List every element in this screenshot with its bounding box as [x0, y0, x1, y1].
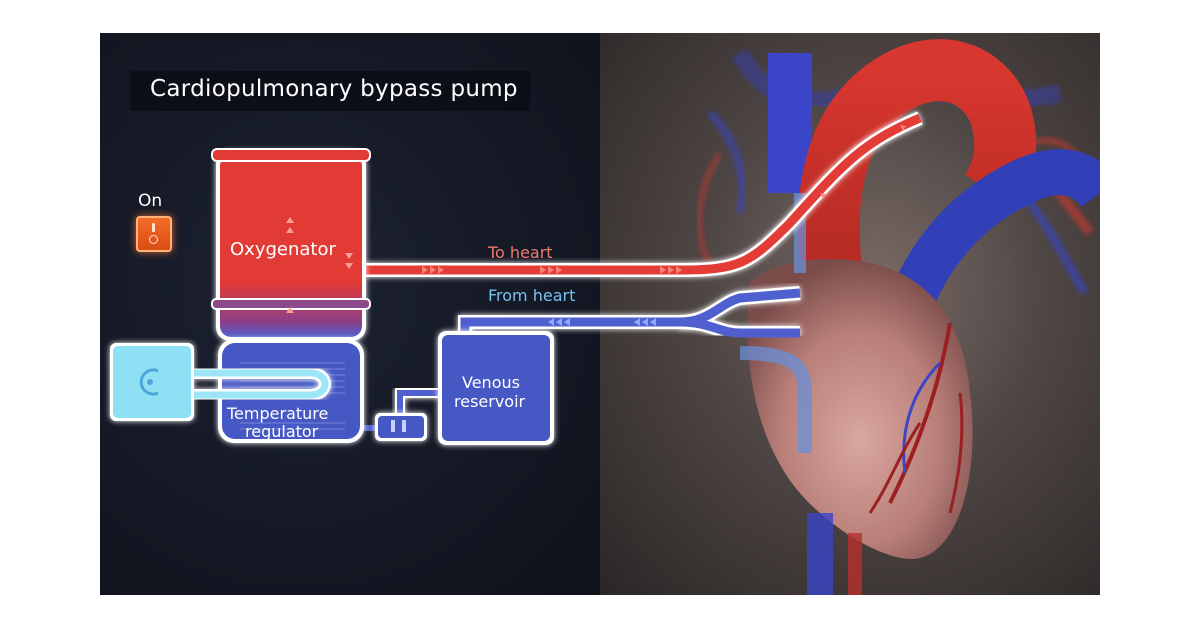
power-switch[interactable] — [136, 216, 172, 252]
oxygenator-label: Oxygenator — [230, 239, 336, 260]
heart-illustration — [695, 39, 1100, 595]
to-heart-label: To heart — [487, 243, 553, 262]
venous-reservoir-unit — [438, 331, 554, 445]
from-heart-label: From heart — [488, 286, 575, 305]
temperature-regulator-label-line2: regulator — [245, 422, 319, 441]
pump-unit — [375, 413, 427, 441]
bypass-illustration: Oxygenator Temperature regulator — [100, 33, 1100, 595]
venous-reservoir-label-line2: reservoir — [454, 392, 526, 411]
diagram-title: Cardiopulmonary bypass pump — [150, 76, 518, 102]
power-off-icon — [149, 235, 158, 244]
power-switch-label: On — [138, 191, 163, 211]
temperature-regulator-label-line1: Temperature — [226, 404, 328, 423]
power-on-icon — [152, 223, 155, 232]
temperature-regulator-unit — [110, 339, 364, 443]
oxygenator-unit — [211, 148, 371, 341]
title-bar — [130, 71, 530, 111]
venous-reservoir-label-line1: Venous — [462, 373, 520, 392]
